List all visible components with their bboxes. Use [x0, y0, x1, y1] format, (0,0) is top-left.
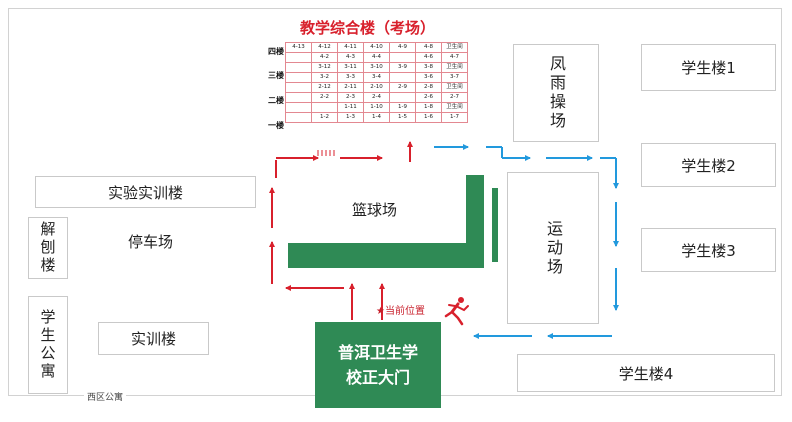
basketball-court: 篮球场 — [352, 201, 398, 219]
student-building-1[interactable]: 学生楼1 — [641, 44, 776, 91]
classroom-cell[interactable]: 1-7 — [441, 112, 468, 123]
teaching-building-title: 教学综合楼（考场） — [300, 19, 436, 37]
gate-line-2: 校正大门 — [345, 368, 410, 387]
lab-training-building[interactable]: 实验实训楼 — [35, 176, 256, 208]
training-building[interactable]: 实训楼 — [98, 322, 209, 355]
current-location-label: ★当前位置 — [376, 306, 425, 317]
stairs — [317, 150, 335, 156]
student-apartment[interactable]: 学生公寓 — [28, 296, 68, 394]
floor-label-2: 二楼 — [268, 96, 284, 105]
floor-label-4: 四楼 — [268, 47, 284, 56]
gate-line-1: 普洱卫生学 — [337, 343, 418, 362]
running-person-icon — [444, 297, 469, 326]
student-building-4[interactable]: 学生楼4 — [517, 354, 775, 392]
green-strip — [492, 188, 498, 262]
floor-label-1: 一楼 — [268, 121, 284, 130]
parking-lot: 停车场 — [128, 233, 174, 251]
fengyu-playground[interactable]: 凤雨操场 — [513, 44, 599, 142]
student-building-3[interactable]: 学生楼3 — [641, 228, 776, 272]
sports-field[interactable]: 运动场 — [507, 172, 599, 324]
floor-label-3: 三楼 — [268, 71, 284, 80]
west-apartment-label: 西区公寓 — [84, 390, 127, 403]
main-gate[interactable]: 普洱卫生学 校正大门 — [315, 322, 441, 408]
anatomy-building[interactable]: 解刨楼 — [28, 217, 68, 279]
student-building-2[interactable]: 学生楼2 — [641, 143, 776, 187]
green-l-area — [288, 175, 484, 268]
